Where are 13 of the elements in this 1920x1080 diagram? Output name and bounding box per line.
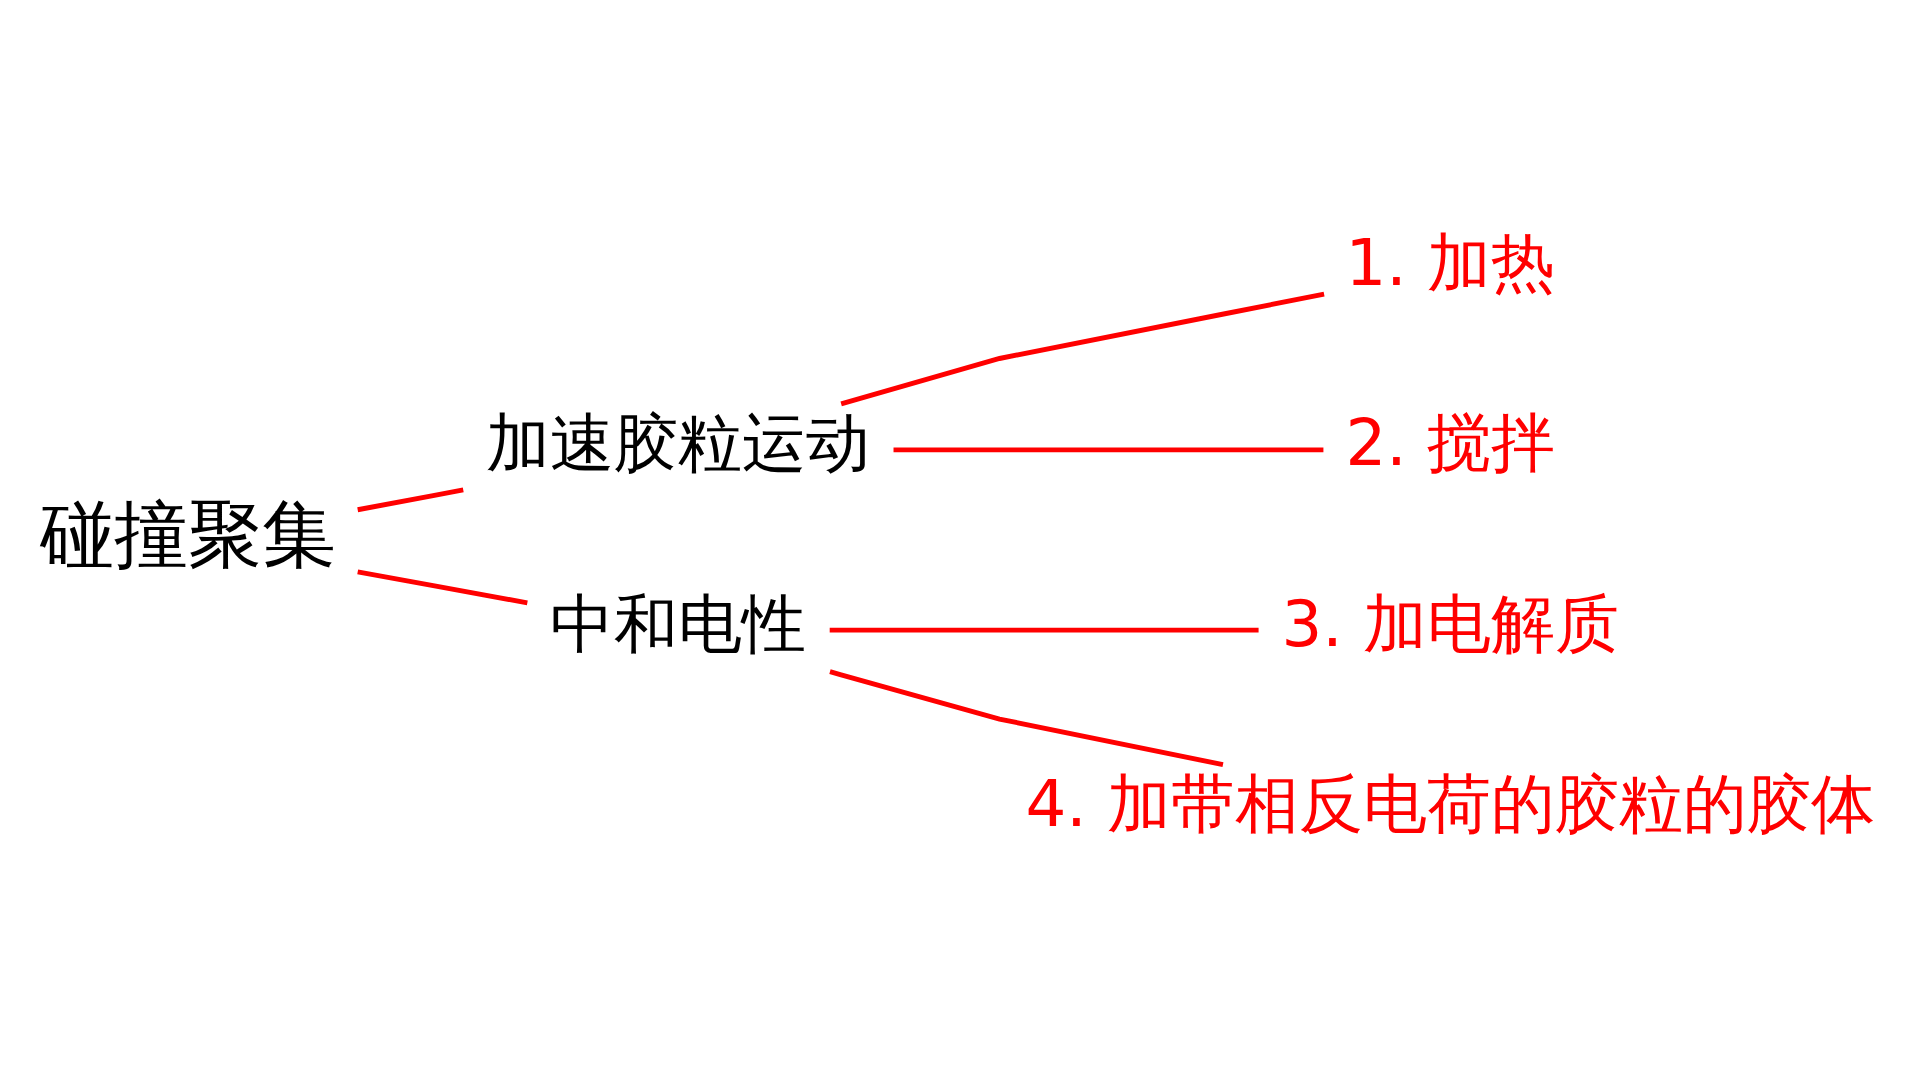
node-text: 3. 加电解质 bbox=[1281, 585, 1620, 661]
node-text: 2. 搅拌 bbox=[1345, 405, 1556, 481]
connector bbox=[829, 627, 1259, 633]
node-text: 加速胶粒运动 bbox=[486, 405, 871, 481]
connector bbox=[893, 447, 1324, 453]
node-text: 1. 加热 bbox=[1345, 225, 1556, 301]
connector bbox=[357, 569, 528, 606]
node-text: 4. 加带相反电荷的胶粒的胶体 bbox=[1025, 765, 1876, 841]
connector bbox=[829, 669, 1224, 768]
connector bbox=[357, 487, 464, 513]
connector bbox=[840, 291, 1325, 407]
node-text: 中和电性 bbox=[550, 585, 807, 661]
node-text: 碰撞聚集 bbox=[40, 490, 337, 577]
